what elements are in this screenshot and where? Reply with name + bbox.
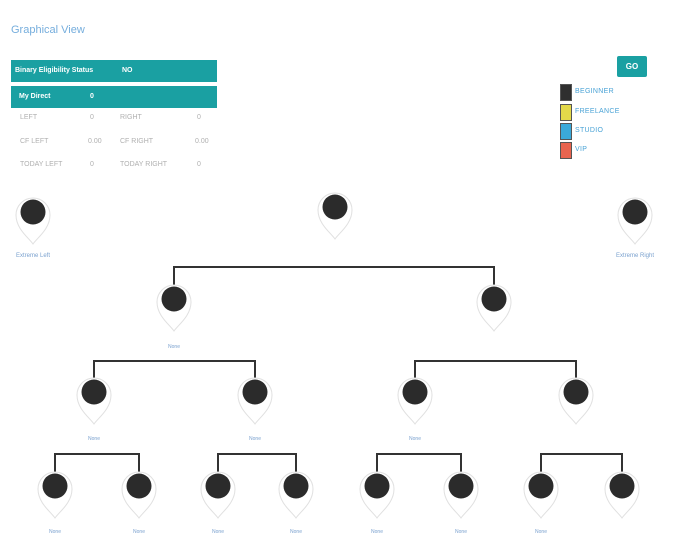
stat-label-cf-right: CF RIGHT <box>120 138 154 145</box>
tree-node-level3-1[interactable] <box>36 471 74 519</box>
stat-value-left: 0 <box>90 114 94 121</box>
tree-node-level2-1[interactable] <box>75 377 113 425</box>
user-pin-icon <box>15 197 51 245</box>
eligibility-label: Binary Eligibility Status <box>15 67 94 74</box>
user-pin-icon <box>476 284 512 332</box>
tree-node-level2-3-label: None <box>409 436 421 442</box>
extreme-left-node-label: Extreme Left <box>15 253 51 259</box>
tree-node-level3-6-label: None <box>455 529 467 535</box>
tree-node-level3-3-label: None <box>212 529 224 535</box>
stat-value-cf-right: 0.00 <box>195 138 209 145</box>
tree-node-level1-1[interactable] <box>155 284 193 332</box>
direct-value: 0 <box>90 93 94 100</box>
stat-label-today-left: TODAY LEFT <box>20 161 63 168</box>
go-button[interactable]: GO <box>617 56 647 77</box>
stat-value-cf-left: 0.00 <box>88 138 102 145</box>
tree-node-level2-4[interactable] <box>557 377 595 425</box>
tree-node-level1-1-label: None <box>168 344 180 350</box>
user-pin-icon <box>200 471 236 519</box>
tree-node-level3-1-label: None <box>49 529 61 535</box>
tree-node-level2-3[interactable] <box>396 377 434 425</box>
direct-label: My Direct <box>19 93 51 100</box>
stat-value-today-left: 0 <box>90 161 94 168</box>
user-pin-icon <box>359 471 395 519</box>
tree-node-level2-2[interactable] <box>236 377 274 425</box>
legend-label-vip: VIP <box>575 146 588 153</box>
stat-label-cf-left: CF LEFT <box>20 138 49 145</box>
stat-value-today-right: 0 <box>197 161 201 168</box>
tree-node-root[interactable] <box>316 192 354 240</box>
extreme-left-node[interactable] <box>14 197 52 245</box>
legend-swatch-studio <box>560 123 572 140</box>
legend-swatch-freelance <box>560 104 572 121</box>
tree-node-level2-2-label: None <box>249 436 261 442</box>
stat-label-left: LEFT <box>20 114 38 121</box>
eligibility-row: Binary Eligibility Status NO <box>11 60 217 82</box>
user-pin-icon <box>156 284 192 332</box>
user-pin-icon <box>397 377 433 425</box>
tree-node-level3-2[interactable] <box>120 471 158 519</box>
legend-label-studio: STUDIO <box>575 127 604 134</box>
tree-node-level3-7-label: None <box>535 529 547 535</box>
user-pin-icon <box>604 471 640 519</box>
user-pin-icon <box>37 471 73 519</box>
user-pin-icon <box>121 471 157 519</box>
tree-node-level3-2-label: None <box>133 529 145 535</box>
user-pin-icon <box>76 377 112 425</box>
user-pin-icon <box>317 192 353 240</box>
legend-swatch-beginner <box>560 84 572 101</box>
user-pin-icon <box>237 377 273 425</box>
tree-node-level3-3[interactable] <box>199 471 237 519</box>
legend-label-beginner: BEGINNER <box>575 88 614 95</box>
user-pin-icon <box>617 197 653 245</box>
user-pin-icon <box>523 471 559 519</box>
user-pin-icon <box>278 471 314 519</box>
tree-node-level3-6[interactable] <box>442 471 480 519</box>
user-pin-icon <box>558 377 594 425</box>
extreme-right-node[interactable] <box>616 197 654 245</box>
stat-label-right: RIGHT <box>120 114 142 121</box>
tree-node-level3-8[interactable] <box>603 471 641 519</box>
eligibility-value: NO <box>122 67 133 74</box>
tree-node-level3-5-label: None <box>371 529 383 535</box>
extreme-right-node-label: Extreme Right <box>615 253 655 259</box>
tree-node-level3-4[interactable] <box>277 471 315 519</box>
tree-node-level2-1-label: None <box>88 436 100 442</box>
tree-node-level3-7[interactable] <box>522 471 560 519</box>
user-pin-icon <box>443 471 479 519</box>
page-title: Graphical View <box>11 24 85 36</box>
tree-node-level3-4-label: None <box>290 529 302 535</box>
stat-value-right: 0 <box>197 114 201 121</box>
tree-node-level3-5[interactable] <box>358 471 396 519</box>
stat-label-today-right: TODAY RIGHT <box>120 161 168 168</box>
direct-row: My Direct 0 <box>11 86 217 108</box>
legend-swatch-vip <box>560 142 572 159</box>
tree-node-level1-2[interactable] <box>475 284 513 332</box>
legend-label-freelance: FREELANCE <box>575 108 620 115</box>
